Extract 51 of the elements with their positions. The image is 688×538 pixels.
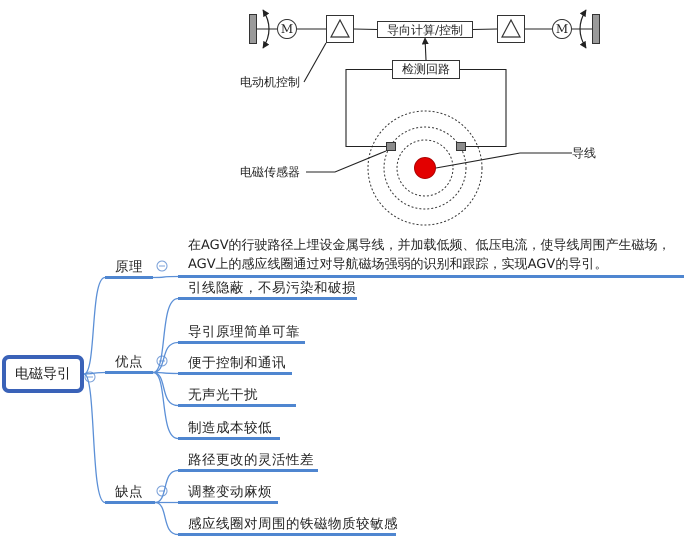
wheel-block xyxy=(592,14,600,44)
wheel-block xyxy=(249,14,257,44)
amplifier-box xyxy=(497,15,525,43)
leaf-topic: 引线隐蔽，不易污染和破损 xyxy=(178,279,357,300)
amplifier-box xyxy=(326,15,354,43)
callout-label: 电磁传感器 xyxy=(240,163,306,181)
branch-topic: 优点 xyxy=(105,353,153,374)
branch-line xyxy=(154,470,178,504)
callout-label: 电动机控制 xyxy=(240,73,304,91)
branch-line xyxy=(84,374,106,504)
branch-line xyxy=(154,502,178,536)
motor-circle: M xyxy=(277,19,297,39)
callout-label: 导线 xyxy=(572,144,602,162)
leaf-topic: 路径更改的灵活性差 xyxy=(178,451,318,472)
leaf-topic: 便于控制和通讯 xyxy=(178,354,292,375)
connector-line xyxy=(472,28,498,30)
branch-line xyxy=(153,276,178,278)
branch-line xyxy=(153,372,178,374)
root-topic: 电磁导引 xyxy=(2,355,84,393)
connector-line xyxy=(525,28,552,30)
leaf-topic: 导引原理简单可靠 xyxy=(178,323,305,344)
branch-line xyxy=(152,342,178,374)
leaf-topic: 在AGV的行驶路径上埋设金属导线，并加载低频、低压电流，使导线周围产生磁场，AGV上的感应线圈通过对导航磁场强弱的识别和跟踪，实现AGV的导引。 xyxy=(178,236,684,278)
branch-topic: 缺点 xyxy=(105,483,155,504)
process-box: 导向计算/控制 xyxy=(377,21,473,38)
branch-line xyxy=(152,298,178,374)
wire-dot xyxy=(414,157,436,179)
connector-line xyxy=(354,28,378,30)
connector-line xyxy=(572,28,592,30)
branch-line xyxy=(152,372,178,440)
connector-line xyxy=(460,68,507,148)
branch-topic: 原理 xyxy=(105,258,153,279)
sensor-block xyxy=(386,142,396,151)
connector-line xyxy=(297,28,326,30)
motor-circle: M xyxy=(552,19,572,39)
connector-line xyxy=(345,68,392,148)
leader-line xyxy=(436,152,572,169)
leaf-topic: 无声光干扰 xyxy=(178,386,296,407)
leaf-topic: 感应线圈对周围的铁磁物质较敏感 xyxy=(178,515,396,536)
leader-line xyxy=(306,150,386,173)
arrow xyxy=(422,37,429,60)
leaf-topic: 制造成本较低 xyxy=(178,419,280,440)
leader-line xyxy=(304,42,326,82)
leaf-topic: 调整变动麻烦 xyxy=(178,483,278,504)
branch-line xyxy=(155,502,178,504)
sensor-block xyxy=(456,142,466,151)
connector-line xyxy=(257,28,277,30)
branch-line xyxy=(152,372,178,406)
branch-line xyxy=(84,276,106,375)
process-box: 检测回路 xyxy=(392,60,460,79)
branch-line xyxy=(84,372,105,375)
